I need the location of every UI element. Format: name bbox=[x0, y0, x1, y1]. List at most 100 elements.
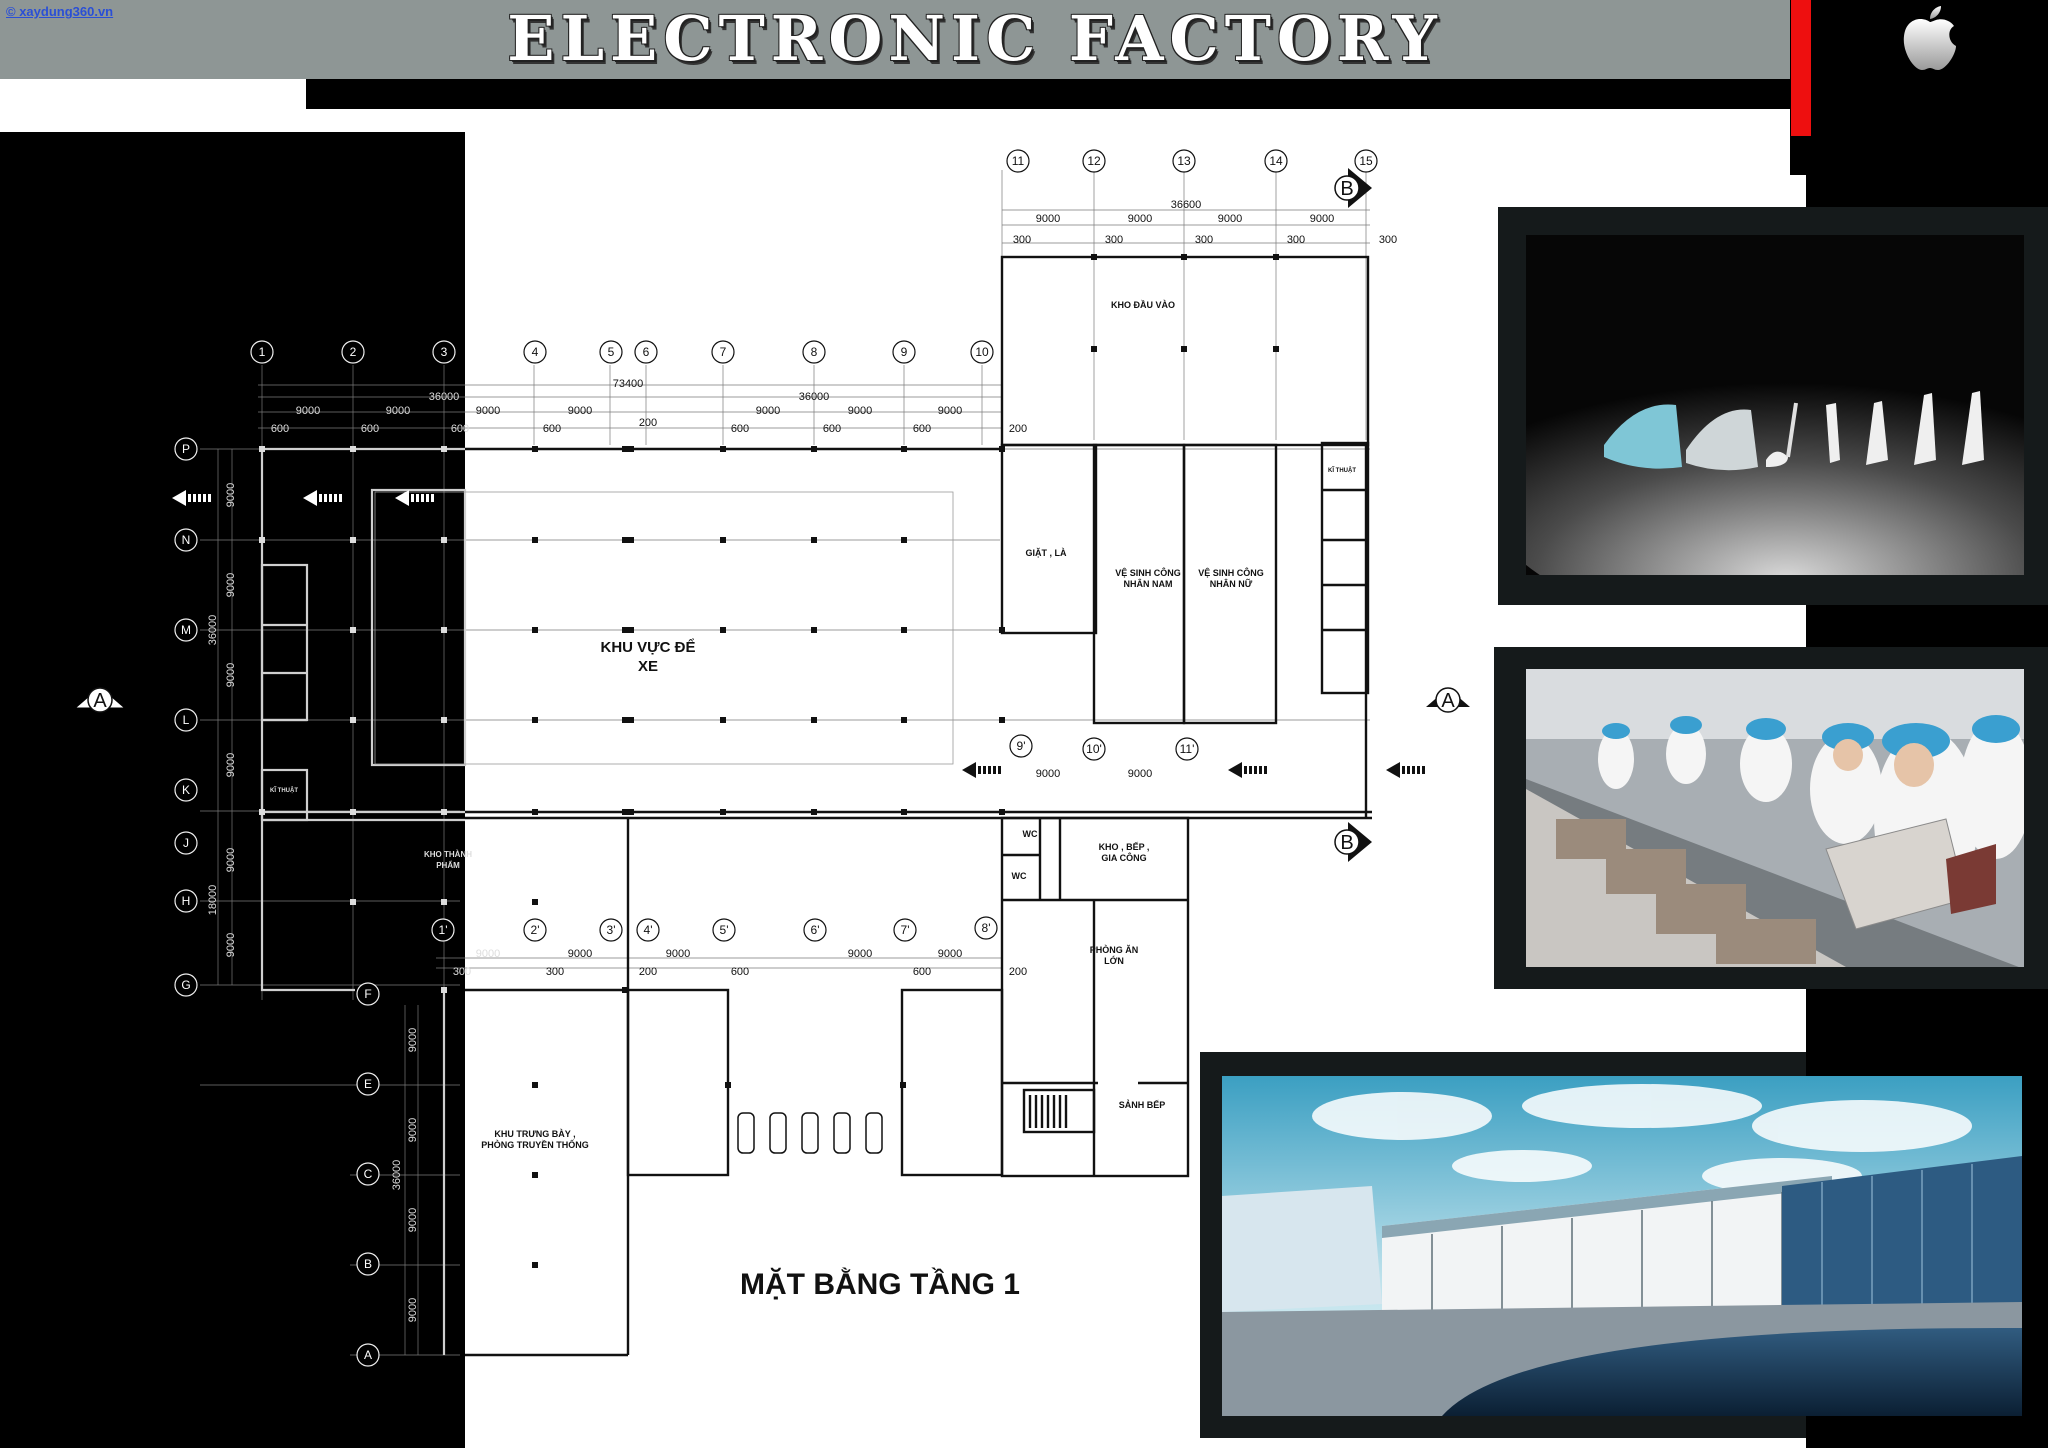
svg-text:300: 300 bbox=[1013, 234, 1031, 246]
svg-text:600: 600 bbox=[361, 423, 379, 435]
svg-text:36000: 36000 bbox=[391, 1160, 403, 1191]
product-lineup-panel bbox=[1498, 207, 2048, 605]
svg-text:KĨ THUẬT: KĨ THUẬT bbox=[1328, 467, 1356, 474]
row-label: E bbox=[364, 1077, 372, 1091]
svg-text:9000: 9000 bbox=[296, 405, 320, 417]
svg-text:WC: WC bbox=[1023, 829, 1038, 839]
grid-label: 8' bbox=[982, 921, 991, 935]
svg-text:36600: 36600 bbox=[1171, 199, 1202, 211]
product-lineup-photo bbox=[1526, 235, 2024, 575]
grid-label: 11 bbox=[1012, 154, 1025, 168]
parking-boundary bbox=[374, 491, 954, 765]
svg-text:9000: 9000 bbox=[848, 948, 872, 960]
plan-walls-main bbox=[465, 255, 1372, 1357]
grid-label: 7 bbox=[720, 345, 727, 359]
svg-text:200: 200 bbox=[639, 966, 657, 978]
row-label: K bbox=[182, 783, 190, 797]
grid-label: 2 bbox=[350, 345, 357, 359]
room-labels-dark: KHO THÀNH PHẨM KĨ THUẬT bbox=[270, 787, 472, 870]
svg-text:9000: 9000 bbox=[476, 405, 500, 417]
grid-label: 6 bbox=[643, 345, 650, 359]
header-accent-stripe bbox=[1791, 0, 1811, 136]
svg-text:9000: 9000 bbox=[938, 948, 962, 960]
svg-text:600: 600 bbox=[823, 423, 841, 435]
svg-text:600: 600 bbox=[543, 423, 561, 435]
assembly-workers-panel bbox=[1494, 647, 2048, 989]
left-dark-panel bbox=[0, 132, 465, 1448]
grid-label: 15 bbox=[1359, 154, 1373, 168]
svg-text:KHO , BẾP ,: KHO , BẾP , bbox=[1099, 842, 1150, 852]
section-label-b: B bbox=[1340, 178, 1353, 200]
page-title: ELECTRONIC FACTORY bbox=[507, 2, 1443, 75]
plan-labels: 11 12 13 14 15 4 5 6 7 8 9 10 9' 10' 11'… bbox=[531, 154, 1456, 937]
grid-label: 11' bbox=[1180, 742, 1195, 756]
svg-text:9000: 9000 bbox=[407, 1028, 419, 1052]
svg-text:9000: 9000 bbox=[848, 405, 872, 417]
svg-text:73400: 73400 bbox=[613, 378, 644, 390]
grid-label: 8 bbox=[811, 345, 818, 359]
room-kho-dau-vao: KHO ĐẦU VÀO bbox=[1111, 300, 1175, 310]
dimension-labels-dark: 36000 9000 9000 600 600 600 9000 300 900… bbox=[207, 391, 500, 1322]
svg-text:9000: 9000 bbox=[225, 848, 237, 872]
plan-columns-dark-area bbox=[259, 446, 447, 993]
flow-arrows bbox=[172, 490, 1425, 778]
svg-text:300: 300 bbox=[1195, 234, 1213, 246]
assembly-line-workers-photo bbox=[1526, 669, 2024, 967]
svg-text:300: 300 bbox=[1379, 234, 1397, 246]
svg-text:9000: 9000 bbox=[1128, 213, 1152, 225]
svg-text:9000: 9000 bbox=[225, 483, 237, 507]
grid-label: 1' bbox=[439, 923, 448, 937]
svg-text:200: 200 bbox=[639, 417, 657, 429]
grid-label: 9' bbox=[1017, 739, 1026, 753]
grid-label: 3 bbox=[441, 345, 448, 359]
row-label: P bbox=[182, 442, 190, 456]
svg-text:9000: 9000 bbox=[476, 948, 500, 960]
svg-text:9000: 9000 bbox=[225, 573, 237, 597]
row-label: G bbox=[181, 978, 190, 992]
grid-label: 5 bbox=[608, 345, 615, 359]
room-giat-la: GIẶT , LÀ bbox=[1026, 548, 1067, 558]
svg-text:300: 300 bbox=[1105, 234, 1123, 246]
floor-plan: 11 12 13 14 15 4 5 6 7 8 9 10 9' 10' 11'… bbox=[76, 149, 1470, 1367]
header-band bbox=[0, 0, 1790, 79]
grid-label: 4' bbox=[644, 923, 653, 937]
svg-text:9000: 9000 bbox=[666, 948, 690, 960]
svg-text:18000: 18000 bbox=[207, 885, 219, 916]
svg-text:WC: WC bbox=[1012, 871, 1027, 881]
grid-bubbles-top bbox=[523, 149, 1378, 942]
grid-label: 3' bbox=[607, 923, 616, 937]
svg-text:9000: 9000 bbox=[756, 405, 780, 417]
svg-text:9000: 9000 bbox=[225, 663, 237, 687]
grid-label: 4 bbox=[532, 345, 539, 359]
svg-text:KHO THÀNH: KHO THÀNH bbox=[424, 850, 472, 859]
svg-text:600: 600 bbox=[913, 966, 931, 978]
grid-label: 12 bbox=[1087, 154, 1101, 168]
svg-text:600: 600 bbox=[731, 966, 749, 978]
svg-text:VỆ SINH CÔNG: VỆ SINH CÔNG bbox=[1198, 567, 1264, 578]
svg-text:SẢNH BẾP: SẢNH BẾP bbox=[1119, 1099, 1166, 1110]
plan-columns bbox=[532, 254, 1279, 1268]
grid-label: 13 bbox=[1177, 154, 1191, 168]
brand-link[interactable]: © xaydung360.vn bbox=[6, 4, 114, 19]
factory-building-render bbox=[1222, 1076, 2022, 1416]
svg-text:PHÒNG TRUYỀN THỐNG: PHÒNG TRUYỀN THỐNG bbox=[481, 1139, 589, 1150]
section-label-a: A bbox=[1441, 690, 1455, 712]
room-labels: KHO ĐẦU VÀO GIẶT , LÀ VỆ SINH CÔNG NHÂN … bbox=[481, 300, 1356, 1150]
svg-text:KHU VỰC ĐỂ: KHU VỰC ĐỂ bbox=[601, 638, 696, 656]
svg-text:600: 600 bbox=[271, 423, 289, 435]
svg-text:NHÂN NAM: NHÂN NAM bbox=[1124, 578, 1173, 589]
svg-text:9000: 9000 bbox=[225, 753, 237, 777]
row-label: B bbox=[364, 1257, 372, 1271]
grid-label: 14 bbox=[1269, 154, 1283, 168]
svg-text:9000: 9000 bbox=[568, 405, 592, 417]
section-label-a: A bbox=[93, 690, 107, 712]
svg-text:300: 300 bbox=[453, 966, 471, 978]
row-label: C bbox=[364, 1167, 373, 1181]
svg-text:36000: 36000 bbox=[207, 615, 219, 646]
svg-text:36000: 36000 bbox=[429, 391, 460, 403]
svg-text:600: 600 bbox=[731, 423, 749, 435]
drawing-title: MẶT BẰNG TẦNG 1 bbox=[740, 1268, 1020, 1301]
svg-text:9000: 9000 bbox=[386, 405, 410, 417]
svg-text:9000: 9000 bbox=[1036, 768, 1060, 780]
svg-text:9000: 9000 bbox=[407, 1118, 419, 1142]
